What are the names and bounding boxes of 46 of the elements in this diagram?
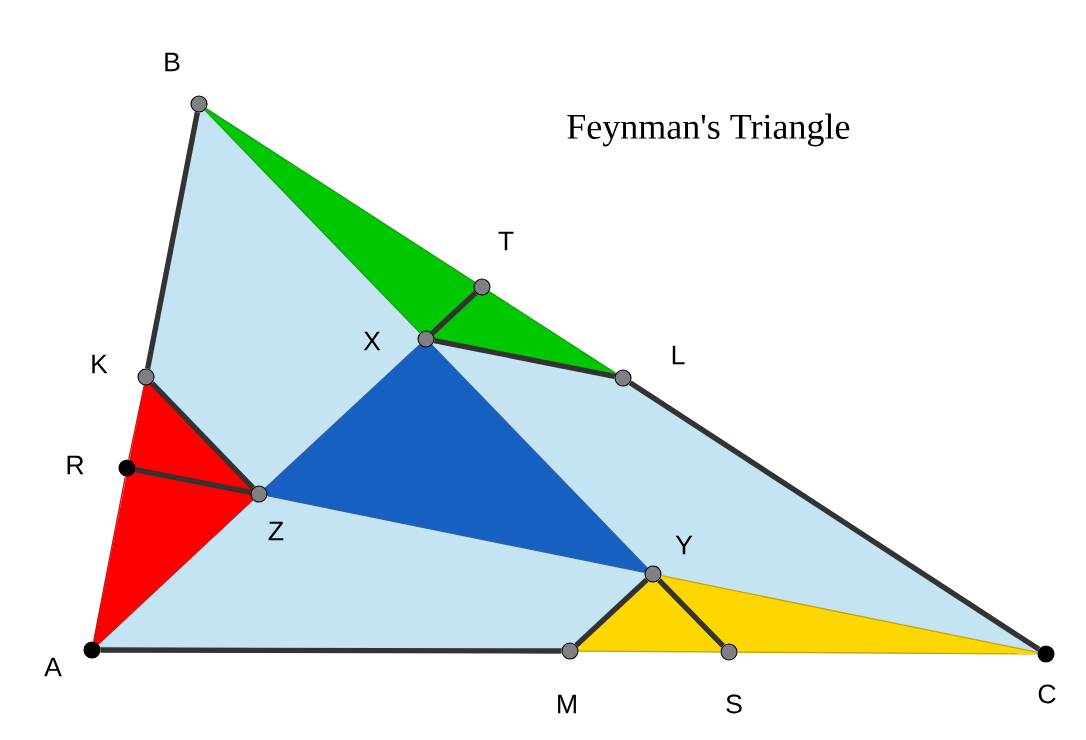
segment [150,381,255,490]
segment [430,290,478,336]
point-label: T [498,231,514,251]
segment [92,475,127,643]
segment [574,577,649,648]
point [614,369,632,387]
point-label: X [363,331,381,351]
point-label: A [44,657,62,677]
segment [264,344,421,489]
segment [134,467,252,495]
point-label: C [1038,684,1056,704]
point-label: L [672,345,685,365]
point [250,485,268,503]
segment [145,111,200,370]
point-label: K [92,354,108,374]
segment [100,647,562,654]
point-label: B [165,52,180,72]
segment [204,109,421,334]
segment [431,344,648,569]
point [190,95,208,113]
point [473,278,491,296]
point [137,368,155,386]
title: Feynman's Triangle [567,113,850,147]
point [118,459,136,477]
point [644,565,662,583]
point-label: Z [268,521,284,541]
segment [433,338,616,379]
point [720,643,738,661]
segment [97,499,254,645]
segment [488,290,617,375]
segment [660,575,1039,653]
point-label: S [726,694,742,714]
segment [657,578,725,648]
point-label: R [67,455,84,475]
segment [577,650,722,653]
point [417,330,435,348]
segment [628,380,1041,652]
point-label: Y [675,535,693,555]
segment [128,384,145,461]
point [1037,645,1055,663]
point [83,641,101,659]
point [561,642,579,660]
segment [266,495,646,573]
segment [205,107,476,284]
point-label: M [558,694,576,714]
segment [736,651,1039,655]
